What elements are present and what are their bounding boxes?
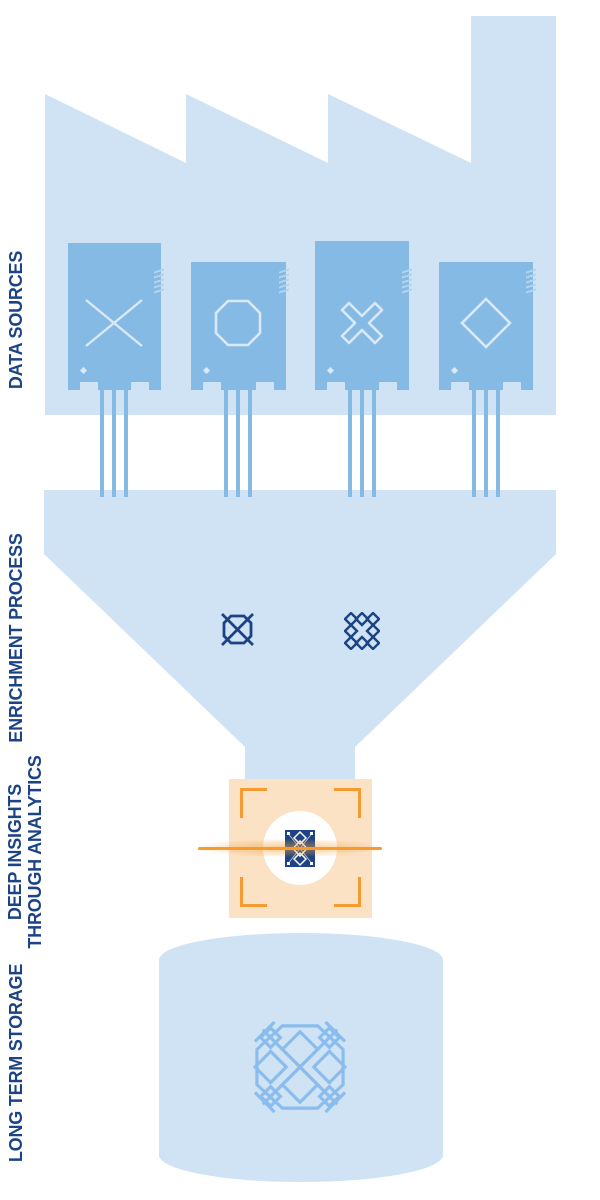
wire	[472, 384, 476, 497]
wire	[112, 384, 116, 497]
section-label-enrichment-process: ENRICHMENT PROCESS	[6, 533, 26, 743]
viewfinder-bracket-icon	[240, 877, 267, 907]
octagon-x-icon	[221, 613, 254, 646]
storage-cylinder	[159, 933, 443, 1182]
woven-lattice-icon	[253, 1020, 347, 1114]
server-card-1	[68, 243, 161, 390]
pin-comb-icon	[279, 268, 289, 297]
scan-line-icon	[198, 847, 382, 850]
factory-icon	[45, 16, 556, 415]
diamond-cluster-icon	[344, 612, 380, 650]
viewfinder-bracket-icon	[334, 788, 361, 818]
pin-comb-icon	[402, 268, 412, 297]
wire	[372, 384, 376, 497]
diamond-icon	[460, 297, 512, 349]
section-label-line: DEEP INSIGHTS	[5, 783, 25, 921]
funnel-shape	[44, 490, 556, 795]
thick-cross-icon	[340, 301, 384, 345]
wire	[224, 384, 228, 497]
wire	[236, 384, 240, 497]
section-label-data-sources: DATA SOURCES	[6, 250, 26, 390]
wire	[100, 384, 104, 497]
thin-x-icon	[85, 299, 143, 347]
wire	[496, 384, 500, 497]
section-label-long-term-storage: LONG TERM STORAGE	[6, 963, 26, 1163]
section-label-deep-insights: DEEP INSIGHTS THROUGH ANALYTICS	[5, 755, 45, 948]
wire	[484, 384, 488, 497]
pin-comb-icon	[154, 268, 164, 297]
section-label-line: THROUGH ANALYTICS	[25, 755, 45, 949]
wire	[360, 384, 364, 497]
viewfinder-bracket-icon	[240, 788, 267, 818]
octagon-icon	[214, 299, 262, 347]
wire	[248, 384, 252, 497]
wire	[348, 384, 352, 497]
pin-comb-icon	[526, 268, 536, 297]
wire	[124, 384, 128, 497]
viewfinder-bracket-icon	[334, 877, 361, 907]
